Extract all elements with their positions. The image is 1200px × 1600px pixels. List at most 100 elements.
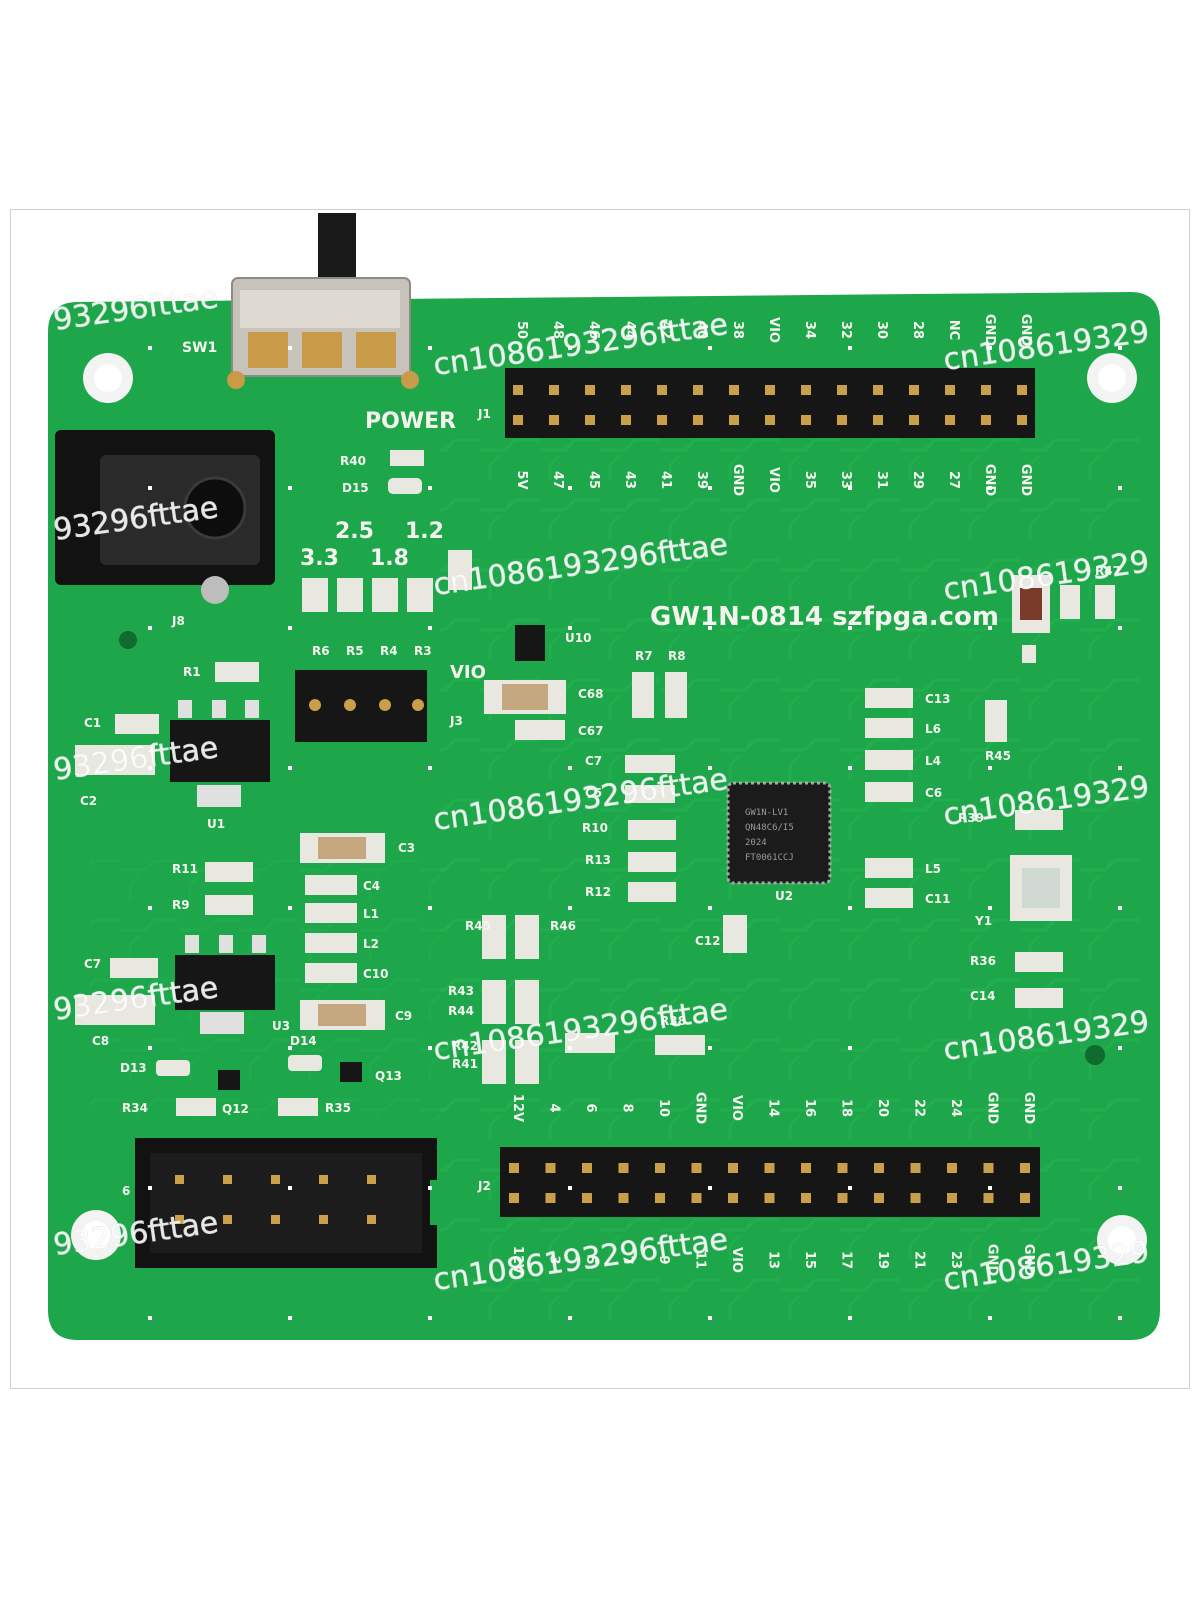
voltage-label: 2.5 — [335, 519, 374, 544]
j1-bottom-pin-label: 27 — [946, 471, 961, 489]
resistor-r38 — [655, 1035, 705, 1055]
capacitor-c1 — [115, 714, 159, 734]
inductor-l1 — [305, 903, 357, 923]
resistor-r45 — [985, 700, 1007, 742]
j1-pin — [873, 415, 883, 425]
j2-pin — [837, 1163, 848, 1173]
j1-pin — [765, 385, 775, 395]
vio-jumper-j3 — [295, 670, 427, 742]
ref-r43: R43 — [448, 984, 474, 998]
ref-l1: L1 — [363, 907, 379, 921]
j1-top-pin-label: VIO — [766, 317, 781, 343]
resistor-r40 — [390, 450, 424, 466]
watermark-dot — [148, 1186, 152, 1190]
mount-hole-br — [1097, 1215, 1147, 1265]
j1-bottom-pin-label: 47 — [550, 471, 565, 489]
watermark-dot — [288, 1316, 292, 1320]
resistor-r3 — [407, 578, 433, 612]
capacitor — [625, 755, 675, 773]
ref-c6: C6 — [925, 786, 942, 800]
j2-top-pin-label: 8 — [620, 1103, 635, 1112]
capacitor-c2 — [75, 745, 155, 775]
j1-pin — [1017, 415, 1027, 425]
voltage-label: 1.8 — [370, 546, 409, 571]
j1-pin — [657, 415, 667, 425]
j1-top-pin-label: 42 — [658, 321, 673, 339]
crystal-y1 — [1010, 855, 1072, 921]
j2-top-pin-label: 16 — [802, 1099, 817, 1117]
resistor-r8 — [665, 672, 687, 718]
j1-pin — [657, 385, 667, 395]
ref-r47: R47 — [1095, 564, 1121, 578]
via-hole — [119, 631, 137, 649]
jtag-pin — [367, 1175, 376, 1184]
watermark-dot — [708, 906, 712, 910]
capacitor-c9 — [300, 1000, 385, 1030]
ref-sw1: SW1 — [182, 340, 217, 356]
capacitor-c5 — [625, 785, 675, 803]
j1-top-pin-label: 38 — [730, 321, 745, 339]
j1-pin — [909, 415, 919, 425]
j2-bottom-pin-label: 7 — [620, 1255, 635, 1264]
j2-bottom-pin-label: 19 — [875, 1251, 890, 1269]
j2-bottom-pin-label: VIO — [729, 1247, 744, 1273]
watermark-dot — [568, 626, 572, 630]
j2-pin — [764, 1163, 775, 1173]
ref-r11: R11 — [172, 862, 198, 876]
j2-top-pin-label: 20 — [875, 1099, 890, 1117]
header-j1 — [505, 368, 1035, 438]
watermark-dot — [708, 1186, 712, 1190]
ref-u1: U1 — [207, 817, 225, 831]
ref-r5: R5 — [346, 644, 364, 658]
j2-pin — [1020, 1193, 1030, 1203]
watermark-dot — [988, 906, 992, 910]
ref-l6: L6 — [925, 722, 941, 736]
watermark-dot — [1118, 766, 1122, 770]
ref-u2: U2 — [775, 889, 793, 903]
ref-c3: C3 — [398, 841, 415, 855]
j2-pin — [983, 1193, 994, 1203]
watermark-dot — [988, 1316, 992, 1320]
jtag-pin — [175, 1175, 184, 1184]
ref-c8: C8 — [92, 1034, 109, 1048]
resistor-r42 — [482, 1040, 506, 1084]
resistor-r45b — [482, 915, 506, 959]
watermark-dot — [568, 1316, 572, 1320]
j2-bottom-pin-label: 9 — [656, 1255, 671, 1264]
resistor-r5 — [337, 578, 363, 612]
ref-q13: Q13 — [375, 1069, 402, 1083]
watermark-dot — [988, 1186, 992, 1190]
ref-r44: R44 — [448, 1004, 474, 1018]
ref-u3: U3 — [272, 1019, 290, 1033]
ref-c1: C1 — [84, 716, 101, 730]
ref-l5: L5 — [925, 862, 941, 876]
j2-bottom-pin-label: 15 — [802, 1251, 817, 1269]
j2-bottom-pin-label: 12V — [510, 1246, 525, 1274]
j2-top-pin-label: 24 — [948, 1099, 963, 1117]
watermark-dot — [848, 1186, 852, 1190]
regulator-u3 — [175, 935, 275, 1034]
j1-pin — [513, 385, 523, 395]
j2-bottom-pin-label: GND — [985, 1244, 1000, 1277]
j1-bottom-pin-label: 41 — [658, 471, 673, 489]
j1-pin — [513, 415, 523, 425]
j1-pin — [585, 385, 595, 395]
jtag-pin — [271, 1175, 280, 1184]
watermark-dot — [848, 626, 852, 630]
j1-bottom-pin-label: GND — [1018, 464, 1033, 497]
watermark-dots — [148, 346, 1122, 1320]
watermark-dot — [568, 766, 572, 770]
j1-pin — [549, 415, 559, 425]
ref-y1: Y1 — [974, 914, 992, 928]
transistor-q13 — [340, 1062, 362, 1082]
ref-d15: D15 — [342, 481, 369, 495]
capacitor — [448, 550, 472, 590]
j2-top-pin-label: 18 — [839, 1099, 854, 1117]
watermark-dot — [848, 766, 852, 770]
j1-bottom-pin-label: VIO — [766, 467, 781, 493]
ref-r3: R3 — [414, 644, 432, 658]
j1-pin — [729, 415, 739, 425]
ref-r34: R34 — [122, 1101, 148, 1115]
j1-bottom-pin-label: 45 — [586, 471, 601, 489]
j2-pin — [545, 1163, 556, 1173]
